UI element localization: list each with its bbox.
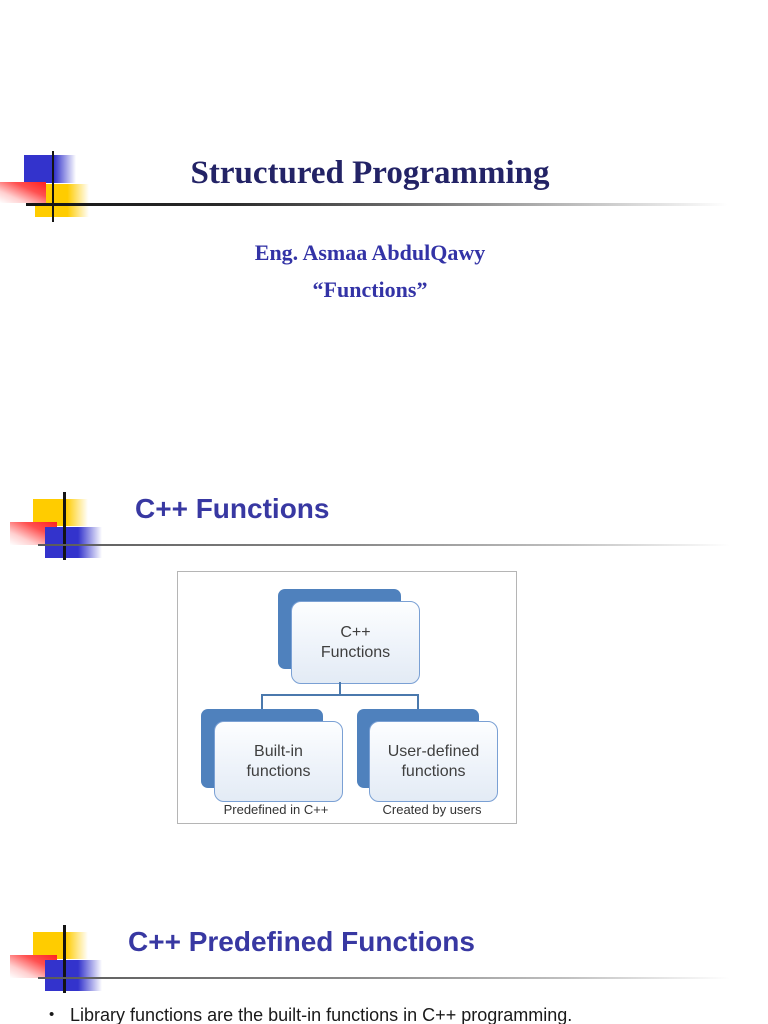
connector-root-stem (339, 682, 341, 694)
root-node-label-line1: C++ (340, 623, 371, 641)
functions-diagram: C++ Functions Built-in functions User-de… (177, 571, 517, 824)
userdefined-node-label-line2: functions (401, 762, 466, 780)
slide3-divider-line (38, 977, 744, 979)
logo-crosshair-line (63, 492, 66, 560)
logo-blue-square (45, 527, 102, 558)
title-divider-line (26, 203, 742, 206)
author-line: Eng. Asmaa AbdulQawy (254, 240, 486, 265)
root-node-label-line2: Functions (320, 643, 391, 661)
diagram-builtin-node: Built-in functions (214, 721, 343, 802)
logo-blue-square (24, 155, 76, 183)
builtin-node-label-line2: functions (246, 762, 311, 780)
diagram-caption-left: Predefined in C++ (223, 802, 329, 817)
connector-rail (261, 694, 419, 696)
bullet-marker: • (49, 1006, 55, 1023)
slide3-heading: C++ Predefined Functions (128, 926, 475, 957)
logo-yellow-square (33, 499, 88, 526)
builtin-node-label-line1: Built-in (254, 742, 303, 760)
diagram-root-node: C++ Functions (291, 601, 420, 684)
diagram-caption-right: Created by users (382, 802, 482, 817)
logo-crosshair-line (63, 925, 66, 993)
logo-blue-square (45, 960, 102, 991)
bullet-text: Library functions are the built-in funct… (70, 1005, 573, 1024)
logo-red-square (0, 182, 46, 203)
slide2-divider-line (38, 544, 744, 546)
logo-yellow-square (33, 932, 88, 959)
userdefined-node-label-line1: User-defined (387, 742, 480, 760)
connector-right-drop (417, 694, 419, 709)
diagram-userdefined-node: User-defined functions (369, 721, 498, 802)
page-title: Structured Programming (190, 155, 550, 191)
functions-subtitle: “Functions” (312, 277, 428, 302)
logo-crosshair-line (52, 151, 54, 222)
connector-left-drop (261, 694, 263, 709)
slide2-heading: C++ Functions (135, 493, 330, 524)
